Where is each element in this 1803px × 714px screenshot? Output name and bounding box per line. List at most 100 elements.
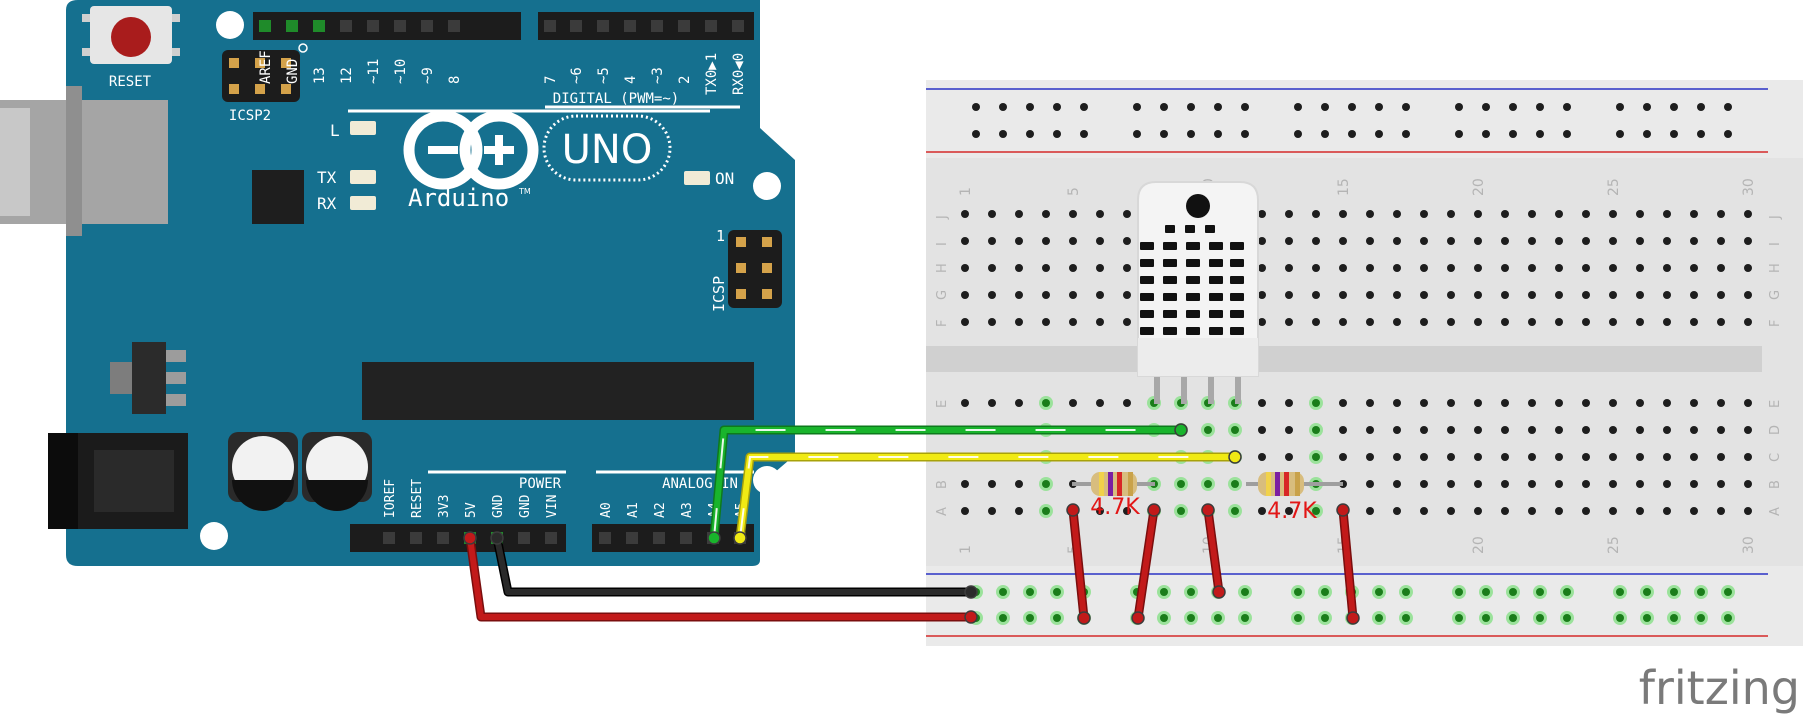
rail-hole [1053,130,1061,138]
pin-socket [678,20,690,32]
breadboard-hole [1420,318,1428,326]
breadboard-hole [1690,399,1698,407]
breadboard-hole [1474,264,1482,272]
rail-hole [1241,614,1249,622]
rail-hole [1402,130,1410,138]
led-on-label: ON [715,169,734,188]
breadboard-hole [1420,426,1428,434]
breadboard-hole [1312,237,1320,245]
digital-pin-label: ~3 [650,67,666,84]
breadboard-hole [1015,318,1023,326]
wire-gnd-black[interactable] [492,537,971,597]
breadboard-hole [1285,318,1293,326]
digital-pin-label: TX0▶1 [704,53,720,95]
capacitor [302,432,372,511]
rail-hole [1241,588,1249,596]
jumper-wire-red[interactable] [1133,509,1159,619]
grille-slot [1140,310,1154,318]
pin-socket [518,532,530,544]
breadboard-hole [1285,210,1293,218]
pin-socket [732,20,744,32]
rail-hole [1214,130,1222,138]
rail-hole [1724,588,1732,596]
icsp2-label: ICSP2 [229,108,271,124]
breadboard-hole [1339,291,1347,299]
breadboard-hole [1177,480,1185,488]
pin-socket [421,20,433,32]
breadboard-hole [1555,507,1563,515]
column-number: 30 [1741,536,1757,554]
rail-hole [1455,130,1463,138]
breadboard-hole [1744,453,1752,461]
row-letter: I [1768,242,1783,246]
breadboard-hole [1474,507,1482,515]
grille-slot [1205,225,1215,233]
wire-5v-red[interactable] [465,537,971,622]
rail-hole [999,614,1007,622]
row-letter: H [1768,263,1783,273]
led-rx [350,196,376,210]
wire-endpoint [1147,503,1161,517]
usb-chip [252,170,304,224]
jumper-wire-red[interactable] [1203,509,1224,593]
breadboard-hole [1285,507,1293,515]
pin-socket [680,532,692,544]
led-rx-label: RX [317,194,337,213]
breadboard-hole [1744,210,1752,218]
rail-hole [1348,130,1356,138]
breadboard-hole [1420,480,1428,488]
rail-hole [1321,130,1329,138]
analog-pin-label: A1 [626,502,641,518]
breadboard-hole [1231,426,1239,434]
jumper-wire-red[interactable] [1338,509,1358,619]
row-letter: E [935,400,950,408]
breadboard-hole [1501,237,1509,245]
rail-hole [1053,614,1061,622]
breadboard-hole [1015,237,1023,245]
grille-slot [1186,276,1200,284]
pin-socket [383,532,395,544]
breadboard-hole [1069,264,1077,272]
grille-slot [1140,259,1154,267]
breadboard-hole [1015,291,1023,299]
row-letter: C [1768,453,1783,462]
breadboard-hole [1096,291,1104,299]
breadboard-hole [1609,399,1617,407]
analog-pin-label: A3 [680,502,695,518]
breadboard-hole [1663,318,1671,326]
breadboard-hole [1501,210,1509,218]
breadboard-hole [1015,480,1023,488]
wire-data-green[interactable] [709,425,1181,539]
rail-hole [1241,130,1249,138]
breadboard-hole [988,480,996,488]
breadboard-hole [1258,210,1266,218]
pin-socket [410,532,422,544]
breadboard-hole [1636,426,1644,434]
breadboard-hole [1420,507,1428,515]
analog-header [592,524,754,552]
digital-pin-label: ~11 [366,59,382,84]
breadboard-hole [1123,318,1131,326]
rail-hole [1080,103,1088,111]
wire-endpoint [964,610,978,624]
row-letter: A [935,507,950,516]
mounting-hole [200,522,228,550]
breadboard-hole [1258,507,1266,515]
wire-signal-yellow[interactable] [735,452,1235,539]
breadboard-hole [1582,237,1590,245]
jumper-wire-red[interactable] [1068,509,1089,619]
pin-socket [626,532,638,544]
analog-pin-label: A0 [599,502,614,518]
breadboard-hole [988,318,996,326]
rail-hole [1536,614,1544,622]
breadboard: 115510101515202025253030JJIIHHGGFFEEDDCC… [926,80,1803,646]
grille-slot [1163,293,1177,301]
pin-socket [544,20,556,32]
reset-button[interactable] [82,6,180,64]
breadboard-hole [1123,264,1131,272]
breadboard-hole [988,399,996,407]
grille-slot [1230,242,1244,250]
breadboard-hole [1528,318,1536,326]
breadboard-hole [1393,399,1401,407]
pin-socket [545,532,557,544]
